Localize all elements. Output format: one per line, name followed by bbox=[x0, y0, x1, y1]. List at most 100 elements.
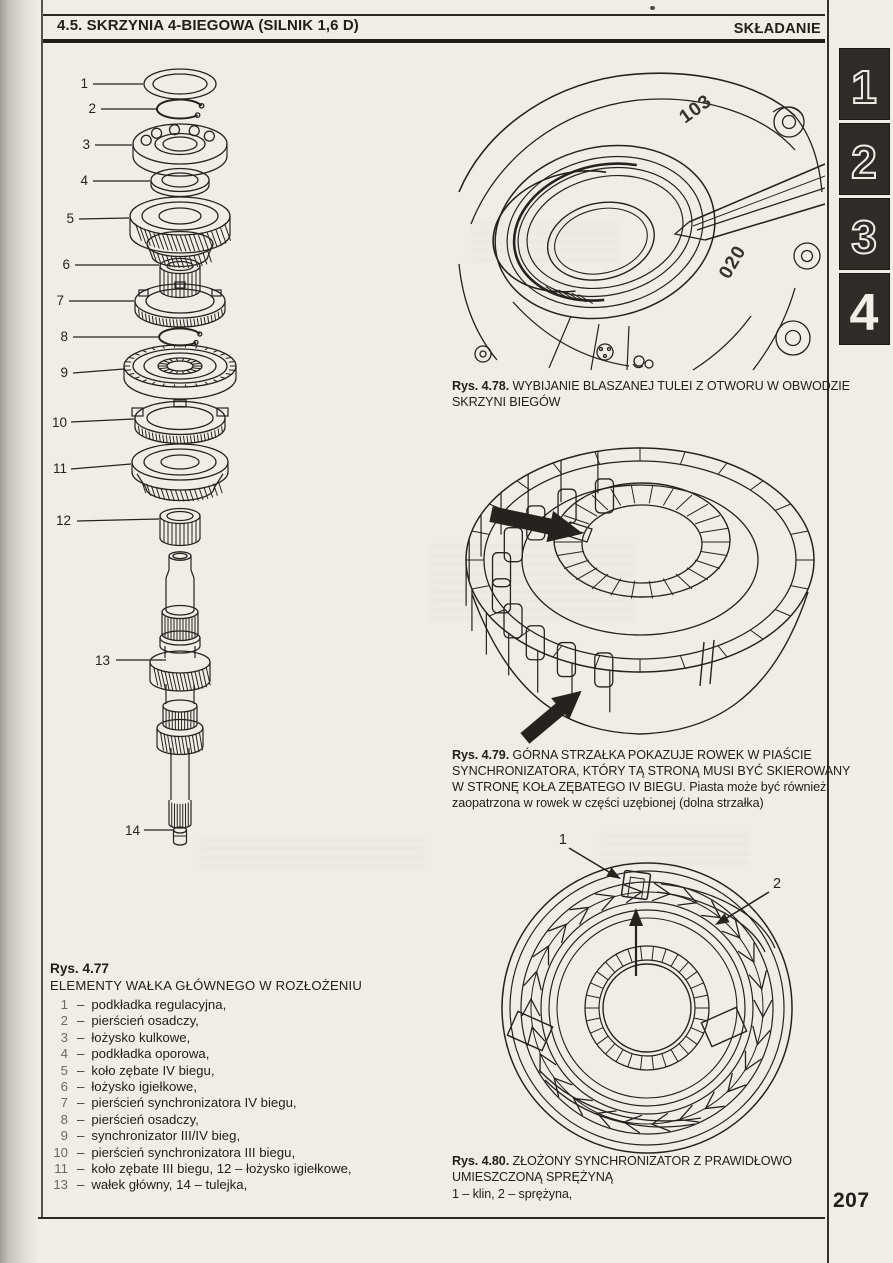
part-name: koło zębate IV biegu, bbox=[91, 1062, 215, 1078]
figure-caption-text: WYBIJANIE BLASZANEJ TULEI Z OTWORU W OBW… bbox=[452, 379, 850, 409]
part-number: 4 bbox=[60, 1046, 68, 1062]
tab-number: 1 bbox=[851, 61, 877, 113]
part-number: 5 bbox=[60, 1062, 68, 1078]
part-callout-8: 8 bbox=[60, 329, 68, 344]
part-name: pierścień synchronizatora IV biegu, bbox=[91, 1095, 297, 1111]
part-name: wałek główny, 14 – tulejka, bbox=[91, 1177, 248, 1193]
figure-4-79-illustration bbox=[465, 447, 815, 744]
dash-separator: – bbox=[77, 1062, 85, 1078]
part-number: 13 bbox=[53, 1177, 68, 1193]
dash-separator: – bbox=[77, 1079, 85, 1095]
tab-number: 2 bbox=[851, 136, 877, 188]
figure-4-80-illustration: 1 2 bbox=[501, 832, 793, 1154]
dash-separator: – bbox=[77, 1013, 85, 1029]
part-name: podkładka oporowa, bbox=[91, 1046, 210, 1062]
page-number: 207 bbox=[833, 1189, 870, 1212]
tab-digit-art: 4 bbox=[850, 284, 879, 342]
tab-number: 3 bbox=[851, 211, 877, 263]
dash-separator: – bbox=[77, 1046, 85, 1062]
page-border-right bbox=[827, 0, 829, 1263]
parts-list-item: 2–pierścień osadczy, bbox=[50, 1013, 450, 1029]
chapter-tab-index: 1 2 3 4 bbox=[839, 48, 890, 348]
parts-list-item: 11–koło zębate III biegu, 12 – łożysko i… bbox=[50, 1161, 450, 1177]
parts-list-item: 7–pierścień synchronizatora IV biegu, bbox=[50, 1095, 450, 1111]
part-callout-13: 13 bbox=[95, 653, 110, 668]
page-border-bottom bbox=[38, 1217, 825, 1219]
part-name: podkładka regulacyjna, bbox=[91, 997, 227, 1012]
part-callout-1: 1 bbox=[80, 76, 88, 91]
part-number: 9 bbox=[60, 1128, 68, 1144]
dash-separator: – bbox=[77, 1111, 85, 1127]
figure-4-78-illustration: 103 020 bbox=[458, 72, 825, 371]
page-border-left bbox=[41, 0, 43, 1219]
chapter-tab-3: 3 bbox=[839, 198, 890, 270]
dash-separator: – bbox=[77, 1128, 85, 1144]
figure-label: Rys. 4.78. bbox=[452, 379, 510, 393]
callout-sprezyna: 2 bbox=[773, 876, 781, 892]
part-callout-11: 11 bbox=[53, 461, 67, 476]
part-number: 6 bbox=[60, 1079, 68, 1095]
casting-mark-103: 103 bbox=[676, 91, 716, 128]
part-name: łożysko igiełkowe, bbox=[91, 1079, 197, 1095]
callout-klin: 1 bbox=[559, 832, 567, 848]
tab-digit-art: 1 bbox=[850, 60, 878, 114]
part-callout-3: 3 bbox=[82, 137, 90, 152]
part-callout-6: 6 bbox=[62, 257, 70, 272]
part-callout-4: 4 bbox=[80, 173, 88, 188]
parts-list-item: 6–łożysko igiełkowe, bbox=[50, 1079, 450, 1095]
parts-list-item: 10–pierścień synchronizatora III biegu, bbox=[50, 1145, 450, 1161]
part-callout-2: 2 bbox=[88, 101, 96, 116]
parts-list-item: 4–podkładka oporowa, bbox=[50, 1046, 450, 1062]
figure-caption-text: ZŁOŻONY SYNCHRONIZATOR Z PRAWIDŁOWO UMIE… bbox=[452, 1154, 792, 1184]
figure-label: Rys. 4.77 bbox=[50, 961, 109, 976]
dash-separator: – bbox=[77, 1177, 85, 1193]
tab-digit-art: 3 bbox=[850, 210, 878, 264]
part-number: 11 bbox=[54, 1161, 68, 1177]
part-callout-5: 5 bbox=[66, 211, 74, 226]
part-callout-14: 14 bbox=[125, 823, 141, 838]
part-callout-12: 12 bbox=[56, 513, 71, 528]
part-name: pierścień osadczy, bbox=[91, 1013, 199, 1029]
chapter-tab-1: 1 bbox=[839, 48, 890, 120]
figure-caption-text: GÓRNA STRZAŁKA POKAZUJE ROWEK W PIAŚCIE … bbox=[452, 748, 851, 794]
dash-separator: – bbox=[77, 997, 85, 1012]
part-name: pierścień synchronizatora III biegu, bbox=[91, 1144, 296, 1160]
figure-4-77-legend: Rys. 4.77 ELEMENTY WAŁKA GŁÓWNEGO W ROZŁ… bbox=[50, 960, 450, 1194]
page-header: 4.5. SKRZYNIA 4-BIEGOWA (SILNIK 1,6 D) S… bbox=[43, 14, 825, 43]
part-callout-10: 10 bbox=[52, 415, 67, 430]
tab-digit-art: 2 bbox=[850, 135, 878, 189]
figure-label: Rys. 4.80. bbox=[452, 1154, 510, 1168]
part-number: 3 bbox=[60, 1029, 68, 1045]
chapter-tab-2: 2 bbox=[839, 123, 890, 195]
parts-list-item: 9–synchronizator III/IV bieg, bbox=[50, 1128, 450, 1144]
section-title: 4.5. SKRZYNIA 4-BIEGOWA (SILNIK 1,6 D) bbox=[57, 17, 359, 34]
figure-4-77-exploded-diagram: 1 2 3 4 5 6 7 8 9 10 11 12 13 14 bbox=[52, 68, 237, 846]
figure-4-79-caption: Rys. 4.79. GÓRNA STRZAŁKA POKAZUJE ROWEK… bbox=[452, 747, 858, 811]
figure-legend: 1 – klin, 2 – sprężyna, bbox=[452, 1187, 573, 1201]
parts-list-item: 3–łożysko kulkowe, bbox=[50, 1030, 450, 1046]
part-callout-9: 9 bbox=[60, 365, 68, 380]
scan-speck bbox=[650, 6, 655, 10]
parts-list-item: 1–podkładka regulacyjna, bbox=[50, 997, 450, 1013]
part-name: łożysko kulkowe, bbox=[91, 1029, 191, 1045]
figure-4-78-caption: Rys. 4.78. WYBIJANIE BLASZANEJ TULEI Z O… bbox=[452, 378, 850, 410]
dash-separator: – bbox=[77, 1095, 85, 1111]
figure-title: ELEMENTY WAŁKA GŁÓWNEGO W ROZŁOŻENIU bbox=[50, 978, 363, 993]
parts-list-item: 8–pierścień osadczy, bbox=[50, 1112, 450, 1128]
part-number: 7 bbox=[60, 1095, 68, 1111]
figure-4-80-caption: Rys. 4.80. ZŁOŻONY SYNCHRONIZATOR Z PRAW… bbox=[452, 1153, 844, 1202]
figure-caption-note: Piasta może być również zaopatrzona w ro… bbox=[452, 780, 827, 810]
dash-separator: – bbox=[77, 1029, 85, 1045]
dash-separator: – bbox=[77, 1144, 85, 1160]
chapter-tab-4-active: 4 bbox=[839, 273, 890, 345]
part-number: 1 bbox=[60, 997, 68, 1012]
part-number: 2 bbox=[60, 1013, 68, 1029]
part-name: koło zębate III biegu, 12 – łożysko igie… bbox=[91, 1161, 352, 1177]
scan-edge-shadow bbox=[0, 0, 40, 1263]
part-name: pierścień osadczy, bbox=[91, 1111, 199, 1127]
figure-label: Rys. 4.79. bbox=[452, 748, 510, 762]
tab-number: 4 bbox=[850, 284, 879, 342]
parts-list-item: 5–koło zębate IV biegu, bbox=[50, 1063, 450, 1079]
parts-list-item: 13–wałek główny, 14 – tulejka, bbox=[50, 1177, 450, 1193]
